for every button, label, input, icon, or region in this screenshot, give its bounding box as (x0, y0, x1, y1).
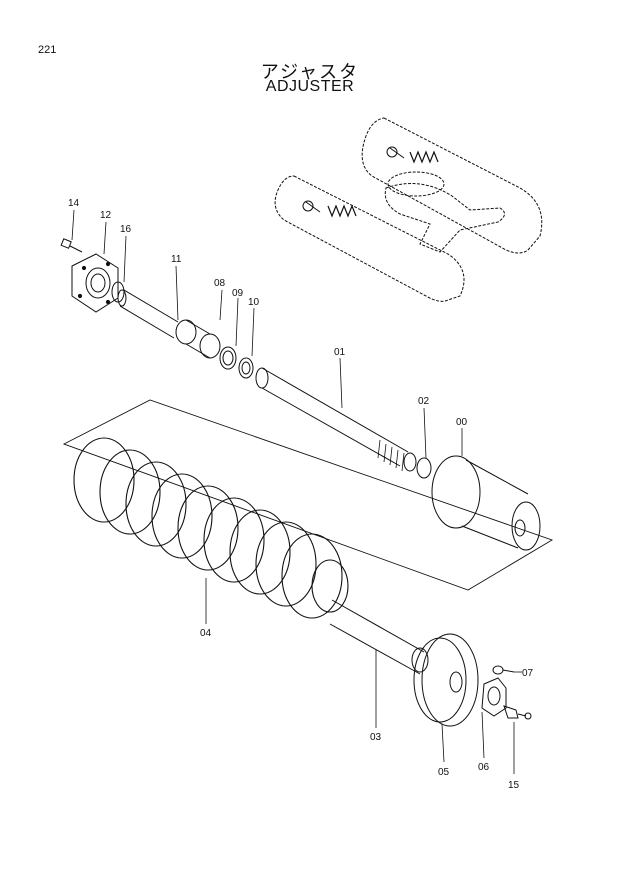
leader-lines (71, 209, 522, 774)
callout-15: 15 (508, 780, 520, 791)
undercarriage-inset (274, 117, 543, 302)
page-number: 221 (38, 44, 57, 56)
tube-part-11 (117, 289, 179, 339)
cylinder-part-00 (431, 455, 541, 551)
nut-part-06 (481, 677, 507, 717)
bolt-part-14 (60, 238, 83, 253)
callout-05: 05 (438, 767, 450, 778)
callout-08: 08 (214, 278, 226, 289)
shaft-part-03 (329, 599, 429, 675)
bushing-part-08 (175, 319, 221, 359)
callout-12: 12 (100, 210, 112, 221)
callout-01: 01 (334, 347, 346, 358)
inset-springs (302, 146, 439, 218)
callout-11: 11 (171, 254, 182, 265)
spring-part-04 (73, 437, 349, 619)
plate-part-05 (413, 633, 479, 727)
flange-part-12 (71, 253, 119, 313)
o-ring-part-16 (111, 281, 125, 303)
title-english: ADJUSTER (265, 78, 355, 95)
grease-valve-part-15 (503, 705, 532, 720)
assembly-outline (62, 399, 554, 591)
callout-00: 00 (456, 417, 468, 428)
callout-02: 02 (418, 396, 430, 407)
title-japanese: アジャスタ (260, 62, 360, 83)
callout-06: 06 (478, 762, 490, 773)
ring-part-09 (219, 346, 237, 370)
o-ring-part-02 (416, 457, 432, 479)
callout-03: 03 (370, 732, 382, 743)
ring-part-10 (238, 357, 254, 379)
callout-07: 07 (522, 668, 534, 679)
callout-10: 10 (248, 297, 260, 308)
callout-labels: 14 12 16 11 08 09 10 01 02 00 04 07 03 0… (68, 198, 534, 791)
fitting-part-07 (492, 665, 515, 675)
callout-16: 16 (120, 224, 132, 235)
callout-04: 04 (200, 628, 212, 639)
callout-09: 09 (232, 288, 244, 299)
callout-14: 14 (68, 198, 80, 209)
rod-part-01 (255, 367, 417, 472)
